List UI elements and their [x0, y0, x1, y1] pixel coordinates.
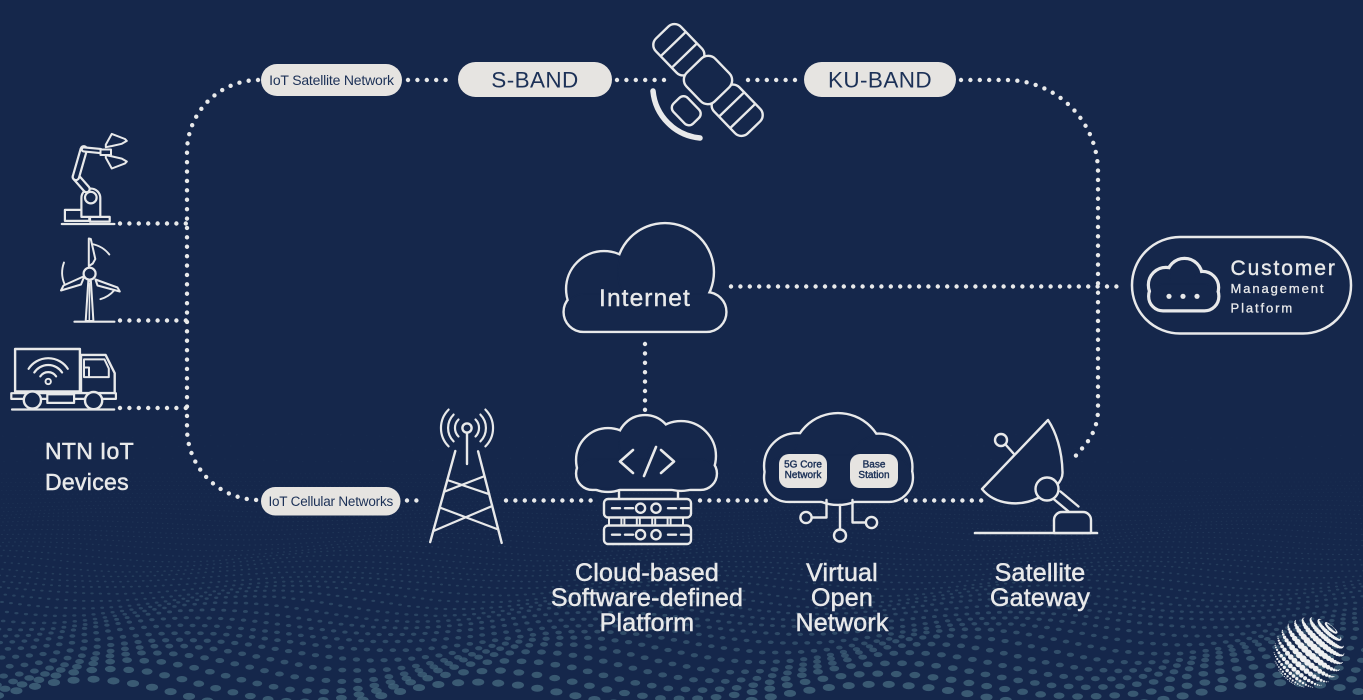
svg-text:Base: Base [863, 460, 886, 471]
svg-text:Platform: Platform [600, 609, 695, 637]
svg-text:Internet: Internet [599, 285, 691, 312]
svg-text:Devices: Devices [45, 469, 129, 495]
svg-text:Management: Management [1231, 281, 1326, 296]
svg-text:Customer: Customer [1231, 257, 1337, 280]
svg-text:IoT Cellular Networks: IoT Cellular Networks [268, 494, 393, 509]
svg-text:Cloud-based: Cloud-based [575, 559, 719, 587]
svg-text:NTN IoT: NTN IoT [45, 438, 134, 464]
svg-text:KU-BAND: KU-BAND [828, 67, 932, 92]
svg-text:Station: Station [858, 470, 889, 481]
svg-text:IoT Satellite Network: IoT Satellite Network [269, 72, 395, 88]
svg-text:Virtual: Virtual [806, 559, 878, 587]
svg-text:Gateway: Gateway [990, 584, 1090, 612]
svg-text:Open: Open [811, 584, 873, 612]
svg-text:S-BAND: S-BAND [491, 67, 578, 92]
svg-text:Satellite: Satellite [995, 559, 1086, 587]
svg-text:Software-defined: Software-defined [551, 584, 743, 612]
svg-text:Platform: Platform [1231, 300, 1295, 315]
svg-text:5G Core: 5G Core [784, 460, 822, 471]
svg-text:Network: Network [785, 470, 823, 481]
svg-text:Network: Network [795, 609, 888, 637]
